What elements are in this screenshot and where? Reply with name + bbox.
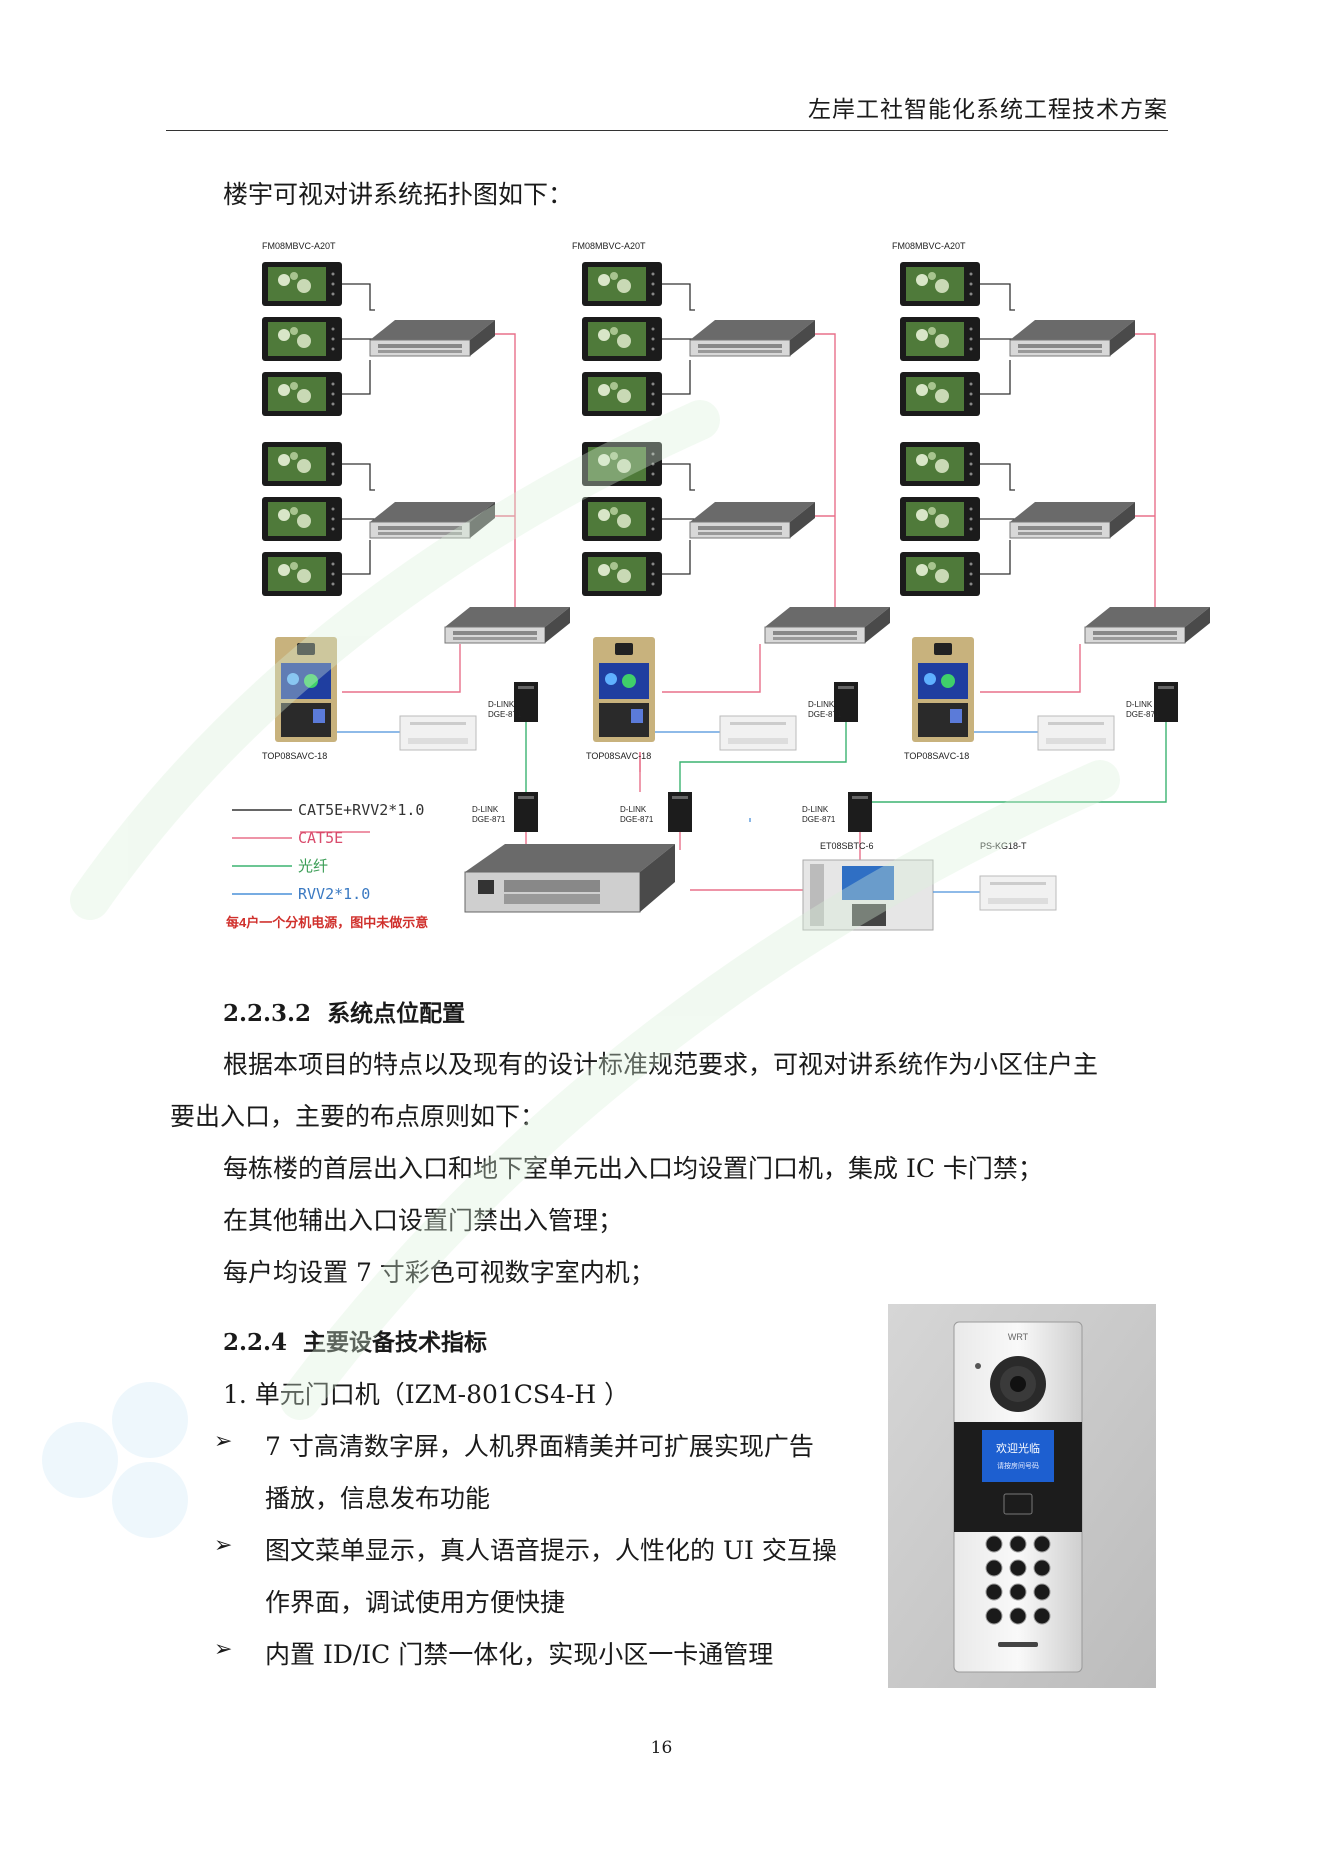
door-station-photo: WRT 欢迎光临 请按房间号码 [888, 1304, 1156, 1688]
legend: CAT5E+RVV2*1.0 CAT5E 光纤 RVV2*1.0 每4户一个分机… [226, 801, 428, 930]
paragraph-4: 每户均设置 7 寸彩色可视数字室内机； [223, 1258, 655, 1287]
section-heading-224: 2.2.4 主要设备技术指标 [223, 1323, 487, 1357]
monitor-model-label-1: FM08MBVC-A20T [262, 241, 336, 251]
topology-diagram: FM08MBVC-A20T FM08MBVC-A20T FM08MBVC-A20… [226, 241, 1211, 931]
converter-c2: DGE-871 [1126, 710, 1160, 719]
paragraph-1b: 要出入口，主要的布点原则如下： [170, 1102, 546, 1131]
legend-cat5e: CAT5E [298, 829, 343, 847]
door-station-label-2: TOP08SAVC-18 [586, 751, 651, 761]
legend-rvv: RVV2*1.0 [298, 885, 370, 903]
bullet-arrow-icon: ➢ [214, 1637, 233, 1662]
master-station [802, 859, 934, 931]
section-title: 系统点位配置 [327, 1000, 466, 1027]
bullet-1-line-2: 播放，信息发布功能 [265, 1484, 491, 1513]
bullet-3-line-1: 内置 ID/IC 门禁一体化，实现小区一卡通管理 [265, 1640, 774, 1669]
converter-f2: DGE-871 [802, 815, 836, 824]
converter-b2: DGE-871 [808, 710, 842, 719]
bullet-2-line-1: 图文菜单显示，真人语音提示，人性化的 UI 交互操 [265, 1536, 837, 1565]
converter-d2: DGE-871 [472, 815, 506, 824]
page-number: 16 [650, 1738, 673, 1758]
legend-fiber: 光纤 [298, 858, 328, 875]
section-heading-2232: 2.2.3.2 系统点位配置 [223, 994, 465, 1028]
item-1: 1. 单元门口机（IZM-801CS4-H ） [223, 1380, 630, 1409]
device-screen-welcome: 欢迎光临 [996, 1441, 1040, 1455]
bullet-arrow-icon: ➢ [214, 1429, 233, 1454]
legend-cat5e-rvv: CAT5E+RVV2*1.0 [298, 801, 424, 819]
converter-c1: D-LINK [1126, 700, 1153, 709]
converter-b1: D-LINK [808, 700, 835, 709]
device-brand: WRT [1008, 1332, 1029, 1342]
bullet-arrow-icon: ➢ [214, 1533, 233, 1558]
master-station-label: ET08SBTC-6 [820, 841, 874, 851]
bullet-1-line-1: 7 寸高清数字屏，人机界面精美并可扩展实现广告 [265, 1432, 814, 1461]
door-station-label-1: TOP08SAVC-18 [262, 751, 327, 761]
converter-e2: DGE-871 [620, 815, 654, 824]
paragraph-3: 在其他辅出入口设置门禁出入管理； [223, 1206, 624, 1235]
device-screen-hint: 请按房间号码 [997, 1461, 1039, 1470]
section-number: 2.2.3.2 [223, 1000, 312, 1027]
converter-a1: D-LINK [488, 700, 515, 709]
converter-d1: D-LINK [472, 805, 499, 814]
core-switch [464, 844, 675, 913]
section-number: 2.2.4 [223, 1329, 288, 1356]
converter-f1: D-LINK [802, 805, 829, 814]
paragraph-2: 每栋楼的首层出入口和地下室单元出入口均设置门口机，集成 IC 卡门禁； [223, 1154, 1043, 1183]
legend-note: 每4户一个分机电源，图中未做示意 [226, 915, 428, 930]
door-station-label-3: TOP08SAVC-18 [904, 751, 969, 761]
monitor-model-label-2: FM08MBVC-A20T [572, 241, 646, 251]
intro-text: 楼宇可视对讲系统拓扑图如下： [223, 180, 574, 209]
header-rule [166, 130, 1168, 131]
header-title: 左岸工社智能化系统工程技术方案 [808, 97, 1168, 123]
power-supply-label: PS-KG18-T [980, 841, 1027, 851]
monitor-model-label-3: FM08MBVC-A20T [892, 241, 966, 251]
converter-a2: DGE-871 [488, 710, 522, 719]
converter-e1: D-LINK [620, 805, 647, 814]
bullet-2-line-2: 作界面，调试使用方便快捷 [265, 1588, 566, 1617]
section-title: 主要设备技术指标 [303, 1329, 488, 1356]
paragraph-1a: 根据本项目的特点以及现有的设计标准规范要求，可视对讲系统作为小区住户主 [223, 1050, 1099, 1079]
